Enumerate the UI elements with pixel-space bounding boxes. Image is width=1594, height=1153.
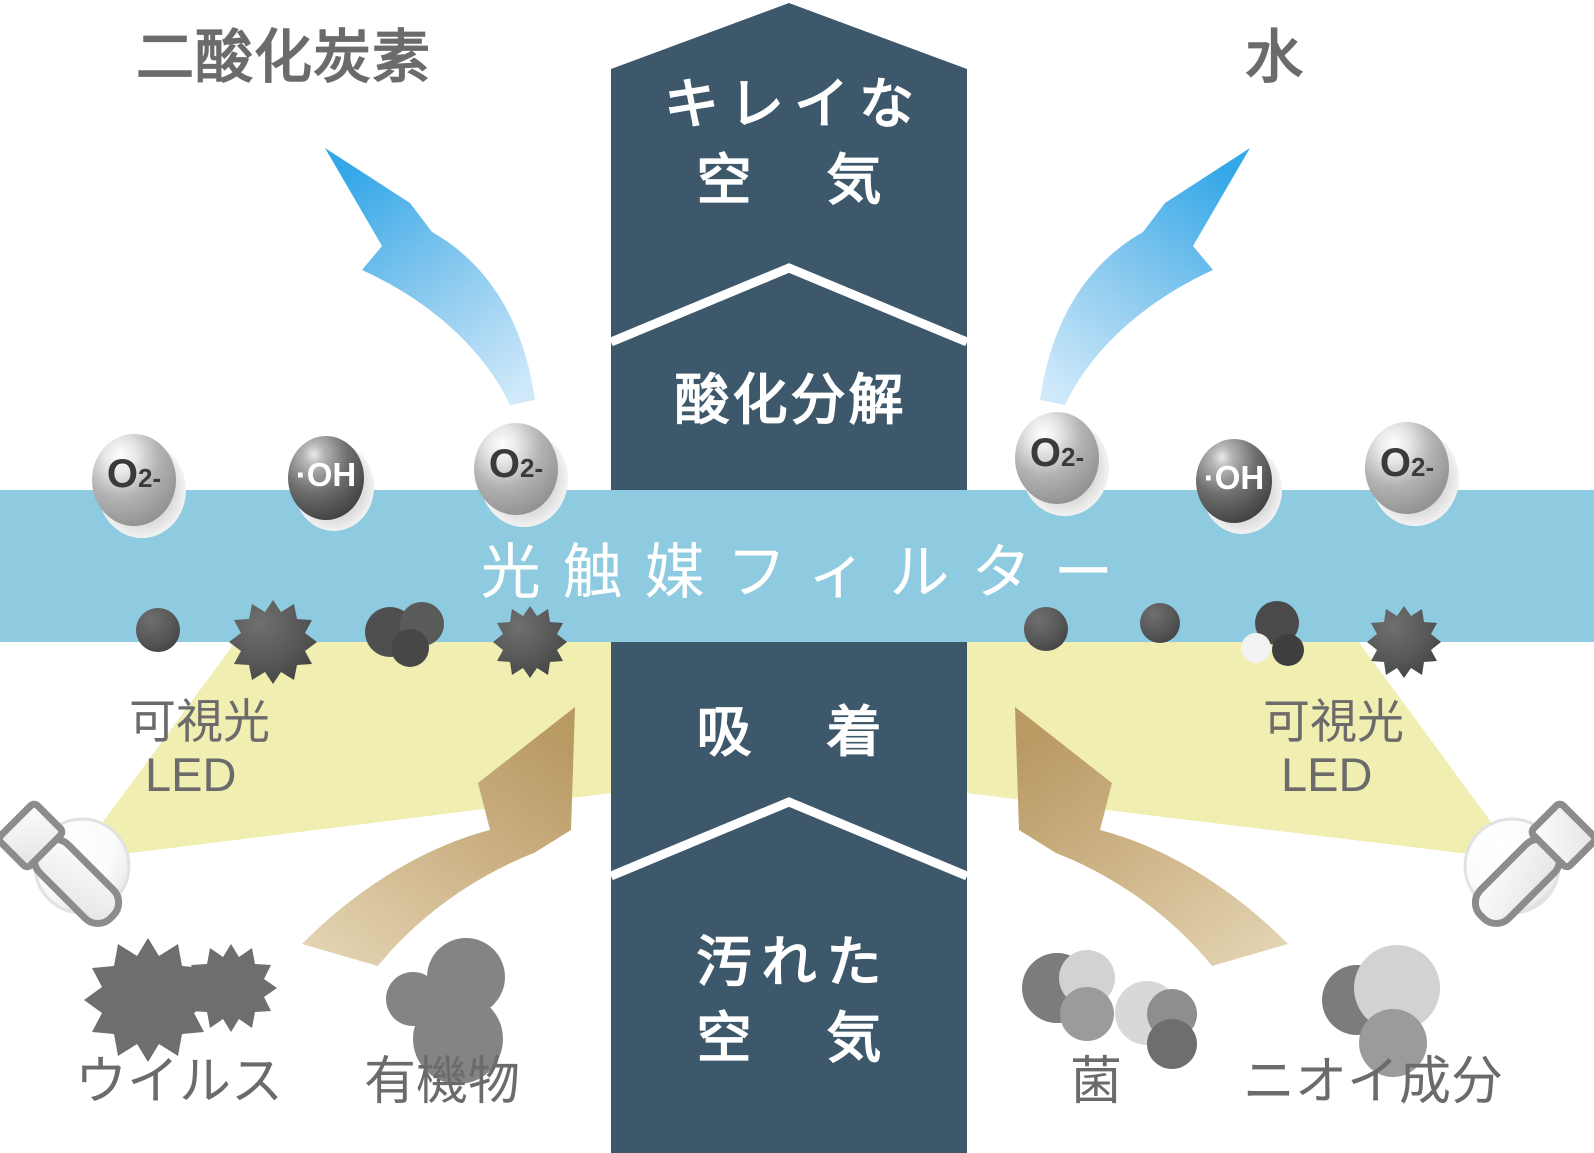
led-label-right-line2: LED bbox=[1281, 748, 1373, 801]
adsorbed-particles-left bbox=[136, 600, 567, 684]
light-cone-left bbox=[75, 641, 612, 860]
molecule-symbol: O bbox=[106, 452, 138, 496]
radical-sphere-right-1 bbox=[1015, 412, 1109, 516]
spiky-virus-icon bbox=[84, 938, 277, 1062]
molecule-label-left-1: O2- bbox=[84, 452, 184, 497]
contaminant-label-odor: ニオイ成分 bbox=[1243, 1053, 1504, 1111]
contaminant-label-virus: ウイルス bbox=[75, 1053, 284, 1111]
molecule-label-right-1: O2- bbox=[1007, 431, 1107, 476]
molecule-label-left-3: O2- bbox=[466, 442, 566, 487]
molecule-label-left-2: ·OH bbox=[295, 456, 357, 493]
radical-sphere-left-2 bbox=[288, 436, 374, 531]
output-label-water: 水 bbox=[1245, 25, 1305, 90]
radical-sphere-left-3 bbox=[474, 423, 568, 527]
organic-dots-icon bbox=[386, 938, 505, 1084]
led-label-left-line2: LED bbox=[145, 748, 237, 801]
adsorbed-particles-right bbox=[1024, 601, 1441, 678]
bacteria-cluster-icon bbox=[1022, 950, 1197, 1069]
arrow-co2 bbox=[325, 148, 535, 405]
led-label-right-line1: 可視光 bbox=[1263, 695, 1404, 748]
banner-dirty-air-line2: 空 気 bbox=[696, 1007, 892, 1069]
radical-sphere-right-2 bbox=[1196, 439, 1282, 534]
flashlight-icon-right bbox=[1463, 800, 1594, 927]
radical-sphere-right-3 bbox=[1365, 422, 1459, 526]
molecule-subscript: 2- bbox=[1061, 442, 1085, 472]
radical-sphere-left-1 bbox=[92, 434, 186, 538]
output-label-co2: 二酸化炭素 bbox=[136, 25, 432, 90]
arrow-intake-right bbox=[1015, 707, 1288, 966]
contaminant-label-organic: 有機物 bbox=[364, 1053, 521, 1111]
arrow-intake-left bbox=[302, 707, 575, 966]
banner-clean-air-line1: キレイな bbox=[663, 73, 924, 135]
arrow-water bbox=[1040, 148, 1250, 405]
molecule-label-right-3: O2- bbox=[1357, 441, 1457, 486]
banner-adsorption: 吸 着 bbox=[696, 701, 892, 763]
led-label-left-line1: 可視光 bbox=[129, 695, 270, 748]
molecule-subscript: 2- bbox=[138, 463, 162, 493]
flashlight-icon-left bbox=[0, 800, 131, 927]
molecule-label-right-2: ·OH bbox=[1203, 459, 1265, 496]
molecule-subscript: 2- bbox=[520, 453, 544, 483]
molecule-subscript: 2- bbox=[1411, 452, 1435, 482]
banner-oxidative-decomposition: 酸化分解 bbox=[674, 369, 907, 431]
banner-clean-air-line2: 空 気 bbox=[696, 149, 892, 211]
banner-dirty-air-line1: 汚れた bbox=[696, 931, 892, 993]
odor-cluster-icon bbox=[1322, 945, 1440, 1077]
filter-band-label: 光触媒フィルター bbox=[480, 539, 1136, 606]
contaminant-label-bacteria: 菌 bbox=[1070, 1053, 1123, 1111]
molecule-symbol: O bbox=[488, 442, 520, 486]
molecule-symbol: O bbox=[1379, 441, 1411, 485]
molecule-symbol: O bbox=[1029, 431, 1061, 475]
